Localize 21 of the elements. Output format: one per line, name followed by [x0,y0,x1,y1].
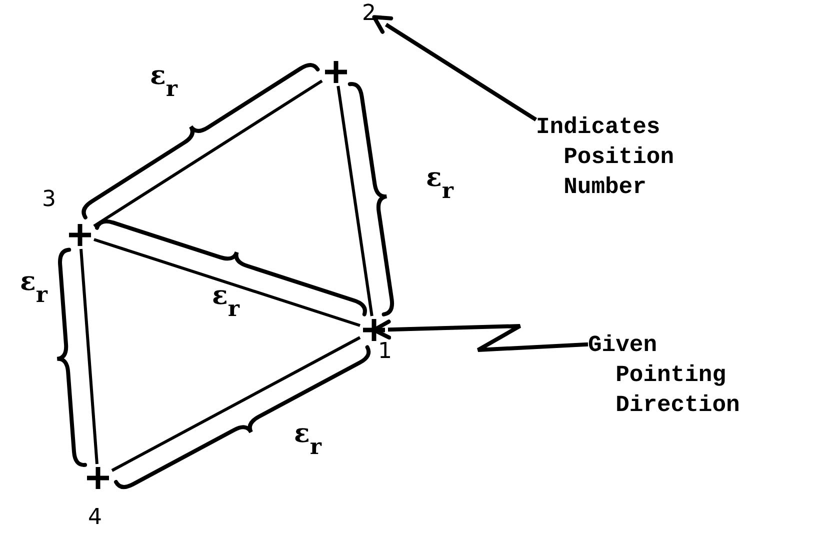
position-number: 1 [378,340,392,364]
position-marker [322,58,350,86]
position-number: 4 [88,506,102,530]
connecting-line [80,248,98,464]
position-marker [66,221,94,249]
leader-arrow [372,15,538,122]
connecting-line [336,86,374,316]
position-marker [84,464,112,492]
annotation-text: Given Pointing Direction [588,331,741,420]
position-marker [360,316,388,344]
connecting-line [94,238,360,327]
symbol-label: ε$_{r}$ [20,268,48,309]
position-number: 3 [42,188,56,212]
symbol-label: ε$_{r}$ [212,282,240,323]
symbol-label: ε$_{r}$ [294,420,322,461]
position-number: 2 [362,2,377,26]
annotation-text: Indicates Position Number [536,113,676,202]
connecting-line [93,80,323,228]
symbol-label: ε$_{r}$ [150,62,178,103]
symbol-label: ε$_{r}$ [426,164,454,205]
connecting-line [111,336,361,472]
